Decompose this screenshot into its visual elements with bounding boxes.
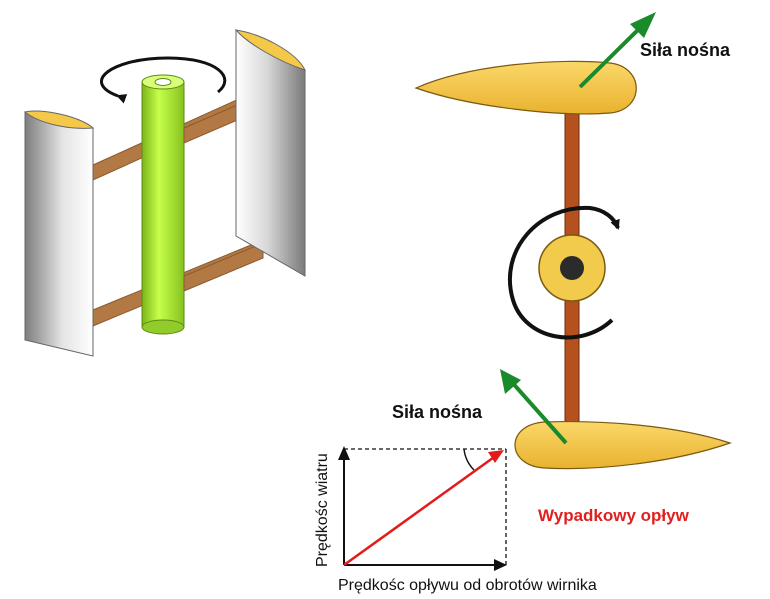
velocity-triangle xyxy=(338,446,507,571)
blade-right xyxy=(234,29,306,277)
resultant-flow-arrow xyxy=(343,453,498,567)
airfoil-top xyxy=(414,60,637,115)
lift-arrow-bottom xyxy=(508,378,568,445)
rotation-arrow-3d xyxy=(100,56,227,104)
rotation-arrow-top xyxy=(507,205,620,340)
label-lift-top: Siła nośna xyxy=(640,40,731,60)
rotor-3d-illustration xyxy=(23,29,306,357)
airfoil-bottom xyxy=(514,420,732,470)
angle-arc xyxy=(463,448,475,471)
rotor-top-view xyxy=(414,12,732,470)
lift-arrow-top xyxy=(578,20,648,89)
label-resultant-flow: Wypadkowy opływ xyxy=(538,506,690,525)
label-rotor-flow-speed: Prędkośc opływu od obrotów wirnika xyxy=(338,577,597,594)
label-wind-speed: Prędkośc wiatru xyxy=(314,453,331,567)
hub-center xyxy=(560,256,584,280)
label-lift-bottom: Siła nośna xyxy=(392,402,483,422)
blade-left xyxy=(23,110,95,357)
shaft xyxy=(141,74,185,335)
